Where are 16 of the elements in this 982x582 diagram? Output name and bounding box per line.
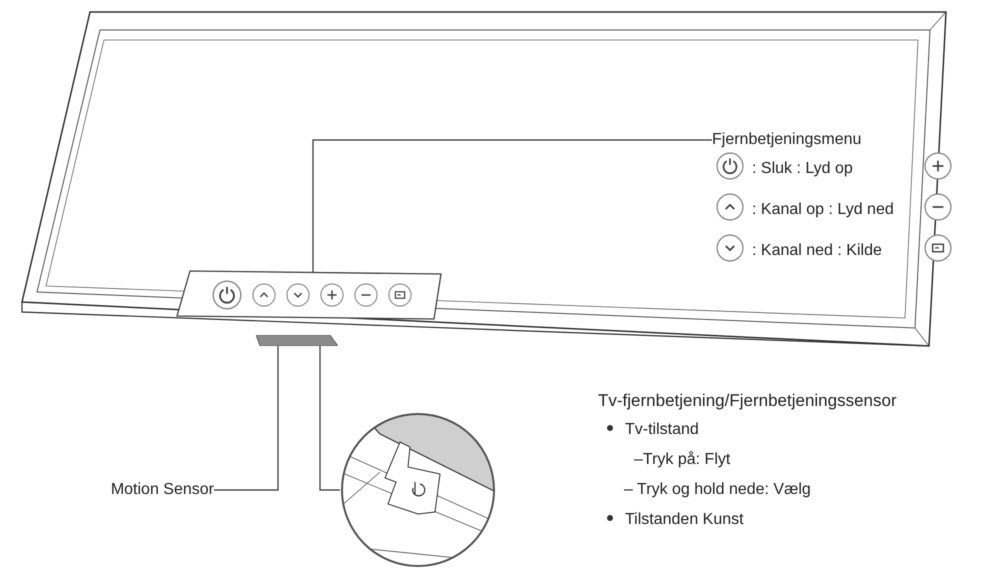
legend-text: –Tryk på: Flyt: [634, 450, 730, 470]
legend-text: Tilstanden Kunst: [625, 510, 744, 530]
legend-text: – Tryk og hold nede: Vælg: [624, 480, 811, 500]
legend-text: : Sluk : Lyd op: [752, 159, 853, 179]
callout-label: Motion Sensor: [110, 480, 214, 500]
legend-text: Tv-fjernbetjening/Fjernbetjeningssensor: [598, 390, 897, 412]
control-panel: [176, 270, 442, 320]
magnified-sensor-drawing: [340, 412, 496, 568]
callout-label: Fjernbetjeningsmenu: [712, 130, 862, 150]
sensor-strip: [256, 335, 338, 346]
leader-line: [312, 139, 712, 272]
legend-text: Tv-tilstand: [625, 420, 699, 440]
leader-line: [214, 346, 279, 491]
leader-line: [319, 346, 340, 491]
legend-text: : Kanal op : Lyd ned: [752, 200, 894, 220]
legend-text: : Kanal ned : Kilde: [752, 241, 882, 261]
